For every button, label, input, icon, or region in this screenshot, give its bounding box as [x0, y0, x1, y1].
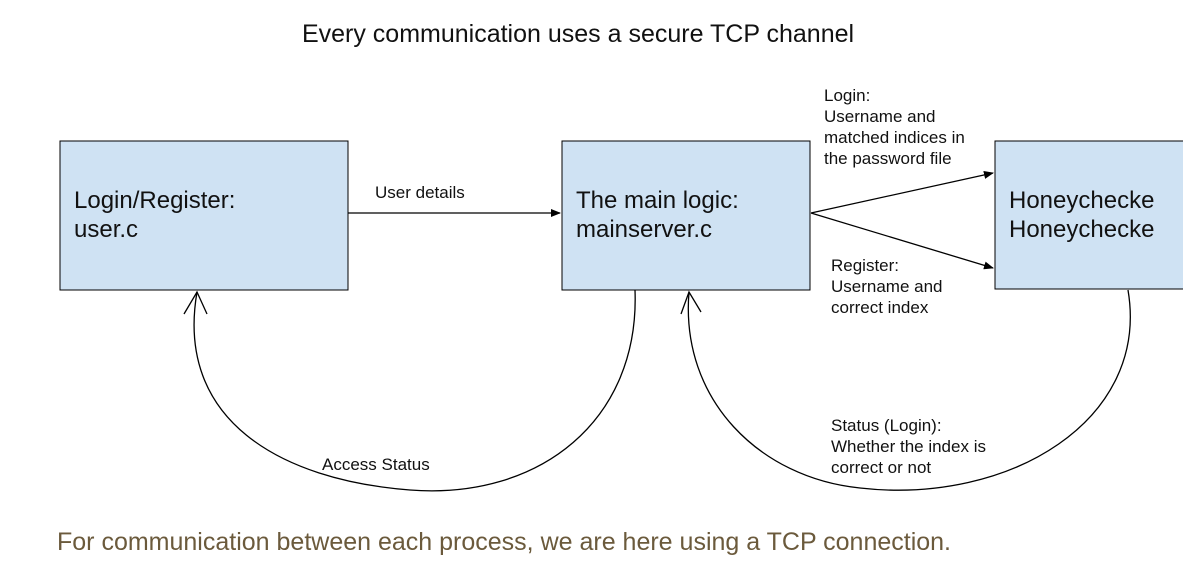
- node-main-label: The main logic:mainserver.c: [576, 187, 739, 243]
- node-honeychecker-box: [994, 140, 1183, 290]
- node-honeychecker-label-line: Honeychecke: [1009, 216, 1154, 243]
- node-user-label: Login/Register:user.c: [74, 187, 235, 243]
- tcp-diagram: Every communication uses a secure TCP ch…: [59, 20, 1183, 492]
- edge-status-login-arrowhead: [680, 290, 702, 315]
- node-honeychecker-label-line: Honeychecke: [1009, 187, 1154, 214]
- edge-label-status-login-line: correct or not: [831, 458, 931, 477]
- edge-label-access-status-line: Access Status: [322, 455, 430, 474]
- edge-label-user-details: User details: [375, 183, 465, 202]
- edge-label-status-login: Status (Login): Whether the index is corre…: [831, 416, 986, 477]
- caption-text: For communication between each process, …: [57, 528, 952, 556]
- edge-label-register: Register: Username and correct index: [831, 256, 943, 317]
- node-user: Login/Register:user.c: [59, 140, 349, 291]
- edge-register-to-honeychecker: [810, 212, 994, 270]
- node-main-label-line: The main logic:: [576, 187, 739, 214]
- edge-label-login-line: matched indices in: [824, 128, 965, 147]
- edge-label-register-line: Username and: [831, 277, 943, 296]
- edge-label-login-line: Username and: [824, 107, 936, 126]
- edge-access-status-curve: [193, 289, 636, 492]
- edge-label-access-status: Access Status: [322, 455, 430, 474]
- node-main-box: [561, 140, 811, 291]
- node-main-label-line: mainserver.c: [576, 216, 712, 243]
- edge-label-status-login-line: Whether the index is: [831, 437, 986, 456]
- edge-label-register-line: Register:: [831, 256, 899, 275]
- edge-status-login-curve: [687, 289, 1131, 491]
- node-user-label-line: Login/Register:: [74, 187, 235, 214]
- node-user-label-line: user.c: [74, 216, 138, 243]
- diagram-title: Every communication uses a secure TCP ch…: [302, 20, 854, 48]
- edge-label-register-line: correct index: [831, 298, 929, 317]
- edge-label-login: Login: Username and matched indices in the …: [824, 86, 965, 168]
- node-main: The main logic:mainserver.c: [561, 140, 811, 291]
- edge-access-status-arrowhead: [183, 290, 208, 315]
- edge-label-login-line: the password file: [824, 149, 952, 168]
- edge-label-user-details-line: User details: [375, 183, 465, 202]
- edge-label-status-login-line: Status (Login):: [831, 416, 942, 435]
- edge-label-login-line: Login:: [824, 86, 870, 105]
- node-user-box: [59, 140, 349, 291]
- edge-login-to-honeychecker: [810, 171, 994, 214]
